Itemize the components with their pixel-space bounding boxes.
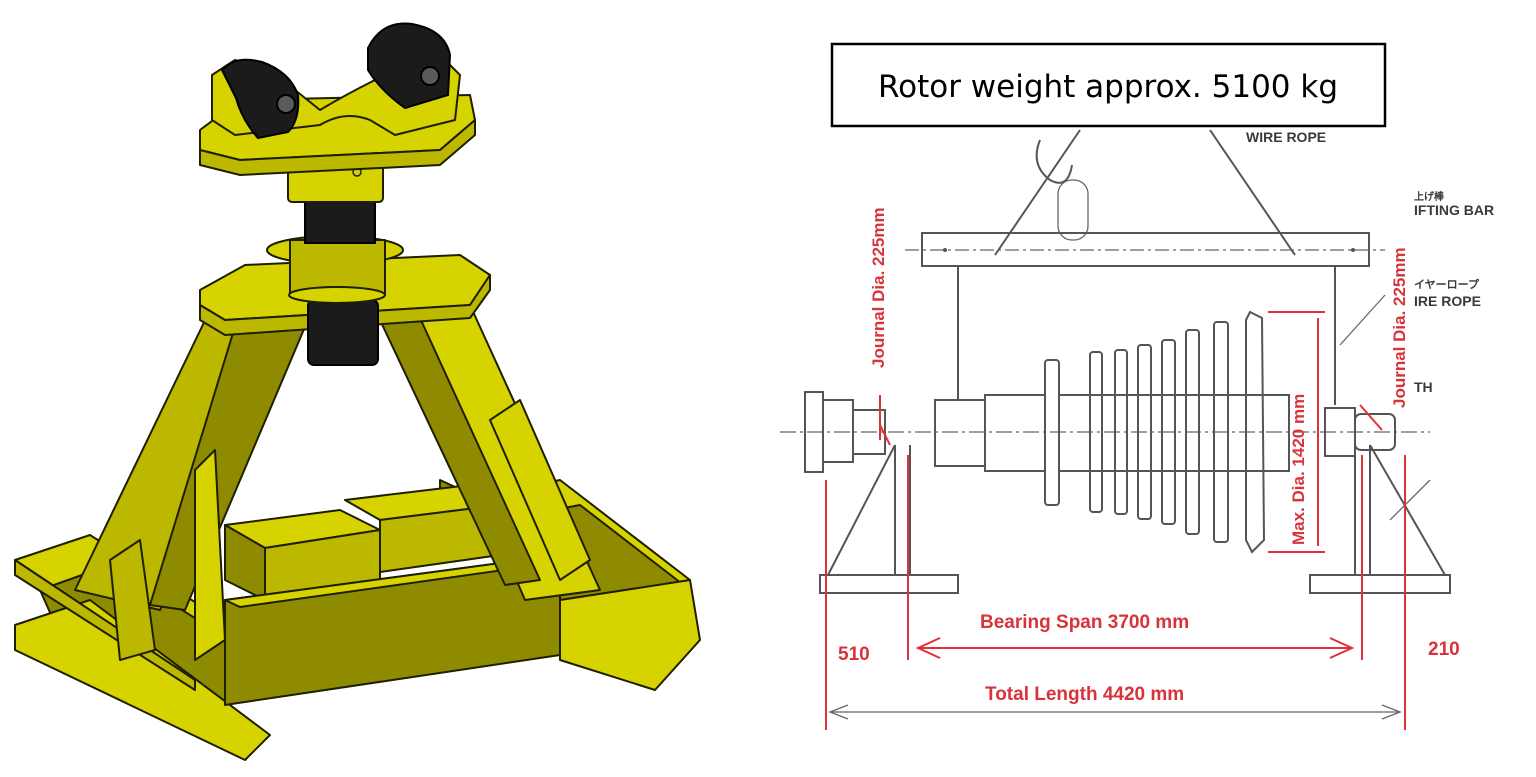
label-wire-rope-jp: イヤーロープ <box>1414 277 1480 291</box>
support-stand-right <box>1309 444 1451 594</box>
upper-cylinder-bottom <box>288 286 386 304</box>
weight-box-text: Rotor weight approx. 5100 kg <box>878 69 1338 105</box>
shackle <box>1057 179 1089 241</box>
journal-right-dim <box>1359 404 1383 431</box>
left-journal-shaft <box>852 409 886 455</box>
right-shaft-end <box>1354 413 1396 451</box>
roller-left <box>220 58 300 140</box>
hook <box>1035 139 1073 184</box>
leader-stand <box>1389 479 1431 521</box>
rotor-body-drum <box>984 394 1046 472</box>
label-journal-right: Journal Dia. 225mm <box>1390 247 1409 408</box>
coupling-hub <box>822 399 854 463</box>
lower-shaft <box>307 299 379 366</box>
ibeam-right-bottom-flange <box>559 579 701 691</box>
label-bearing-span: Bearing Span 3700 mm <box>980 612 1189 633</box>
label-max-dia: Max. Dia. 1420 mm <box>1289 394 1308 545</box>
top-platform-edge <box>199 274 491 336</box>
gusset-right <box>489 399 591 581</box>
weight-box-frame <box>830 42 1387 128</box>
blade-rows <box>1044 310 1290 554</box>
leader-wire-rope <box>1339 294 1386 346</box>
roller-right <box>367 22 452 110</box>
label-lifting-bar: IFTING BAR <box>1414 202 1494 218</box>
pin-hole-right <box>420 66 440 86</box>
label-wire-rope-top: WIRE ROPE <box>1246 129 1326 145</box>
support-stand-left <box>819 444 959 594</box>
rotor-body-end <box>934 399 986 467</box>
rotor-stand-illustration <box>14 22 701 761</box>
label-right-overhang: 210 <box>1428 639 1460 660</box>
label-journal-left: Journal Dia. 225mm <box>869 207 888 368</box>
wire-rope-left <box>994 129 1081 256</box>
pin-hole-left <box>276 94 296 114</box>
rotor-lifting-diagram: WIRE ROPE 上げ棒 IFTING BAR イヤーロープ IRE ROPE… <box>780 129 1494 730</box>
wire-rope-right <box>1209 129 1296 256</box>
label-wire-rope-right: IRE ROPE <box>1414 293 1481 309</box>
gusset-left <box>194 449 226 661</box>
label-lifting-bar-jp: 上げ棒 <box>1414 190 1445 203</box>
weight-callout: Rotor weight approx. 5100 kg <box>830 42 1387 128</box>
label-th-fragment: TH <box>1414 379 1433 395</box>
roller-base-edge <box>199 119 476 176</box>
label-total-length: Total Length 4420 mm <box>985 684 1184 705</box>
gusset-left-outer <box>109 539 156 661</box>
label-left-overhang: 510 <box>838 644 870 665</box>
